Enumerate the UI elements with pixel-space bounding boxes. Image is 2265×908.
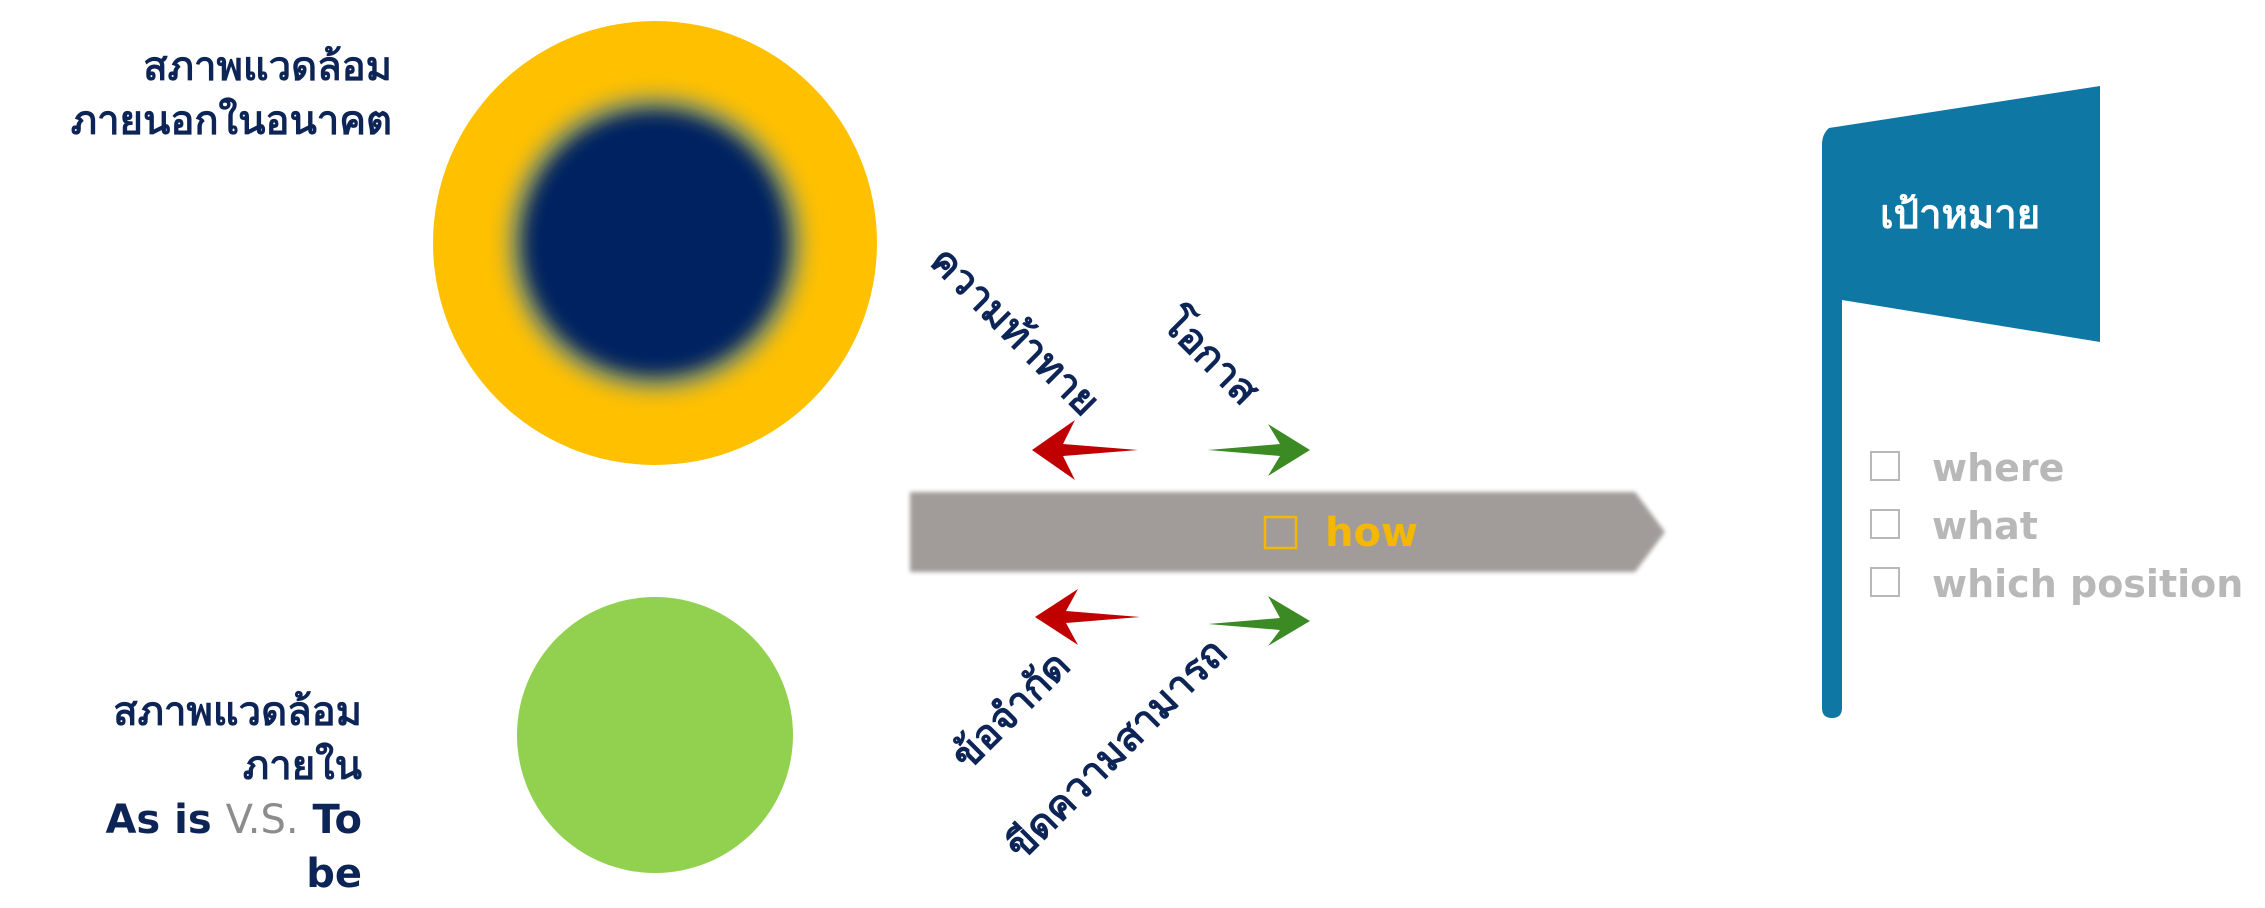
how-label: how [1325,510,1418,556]
external-label-line2: ภายนอกในอนาคต [70,98,392,144]
internal-environment-label: สภาพแวดล้อม ภายใน As is V.S. To be [0,685,362,901]
goal-items-list: where what which position [1870,446,2243,606]
checkbox-icon [1870,567,1900,597]
goal-item-what: what [1932,504,2038,548]
vs-text: V.S. [225,797,299,843]
opportunity-green-arrow [1208,424,1310,476]
external-label-line1: สภาพแวดล้อม [143,44,392,90]
goal-item-where: where [1932,446,2064,490]
how-checkbox-icon [1263,515,1298,550]
internal-label-line1: สภาพแวดล้อม [113,689,362,735]
to-text: To [298,797,362,843]
goal-flag: เป้าหมาย [1822,86,2100,718]
limitation-label: ข้อจำกัด [943,642,1080,779]
internal-label-line2: ภายใน [242,743,362,789]
internal-environment-circle [517,597,793,873]
checkbox-icon [1870,509,1900,539]
opportunity-label: โอกาส [1152,298,1269,415]
external-environment-circle [433,21,877,465]
challenge-red-arrow [1032,420,1138,480]
checkbox-icon [1870,451,1900,481]
as-is-text: As is [105,797,226,843]
flag-shape [1822,86,2100,718]
goal-item-which-position: which position [1932,562,2243,606]
internal-label-line3: As is V.S. To [0,793,362,847]
goal-title: เป้าหมาย [1880,192,2040,238]
challenge-label: ความท้าทาย [921,238,1108,425]
external-environment-label: สภาพแวดล้อม ภายนอกในอนาคต [0,40,392,148]
internal-label-line4: be [306,851,362,897]
limitation-red-arrow [1035,589,1140,645]
inner-circle [522,110,788,376]
how-shaft-arrow [910,492,1665,572]
capability-green-arrow [1208,596,1310,646]
